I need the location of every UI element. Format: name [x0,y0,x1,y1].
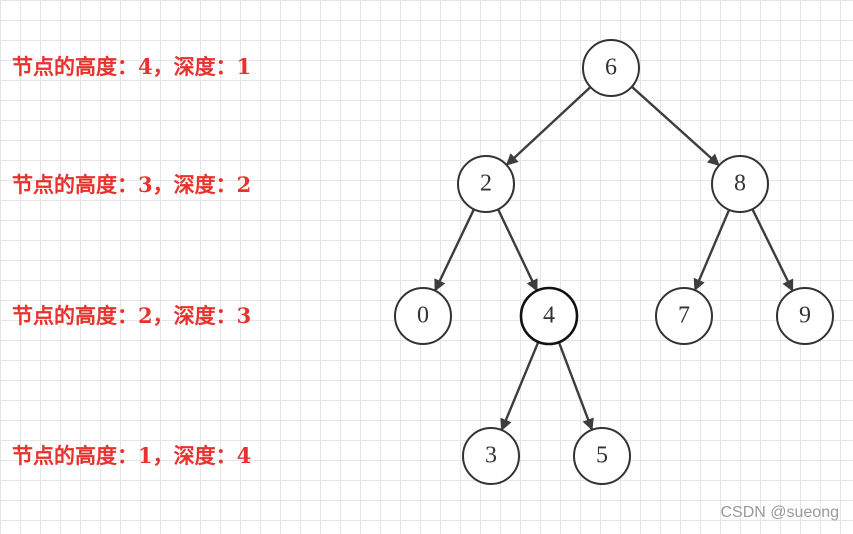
node-circle [776,287,834,345]
node-circle [519,286,579,346]
level-label-1: 节点的高度：4，深度：1 [12,54,252,79]
tree-node-8: 8 [711,155,769,213]
watermark: CSDN @sueong [720,504,839,521]
edge-n8-n9 [751,208,794,292]
tree-node-2: 2 [457,155,515,213]
node-label: 8 [734,171,746,197]
node-circle [394,287,452,345]
node-label: 7 [678,303,690,329]
node-label: 3 [485,443,497,469]
tree-node-7: 7 [655,287,713,345]
node-label: 9 [799,303,811,329]
node-label: 2 [480,171,492,197]
level-label-3: 节点的高度：2，深度：3 [12,303,252,328]
node-label: 0 [417,303,429,329]
tree-edges [434,85,794,432]
tree-node-4: 4 [519,286,579,346]
edge-n6-n8 [630,85,720,166]
tree-nodes: 6 2 8 0 4 7 9 3 5 [394,39,834,485]
node-label: 4 [543,303,555,329]
node-circle [573,427,631,485]
edge-n8-n7 [693,209,731,292]
edge-n6-n2 [505,86,592,166]
edge-n2-n4 [497,208,538,292]
node-circle [711,155,769,213]
edge-n4-n3 [500,341,540,432]
tree-node-9: 9 [776,287,834,345]
node-circle [457,155,515,213]
node-circle [462,427,520,485]
node-circle [655,287,713,345]
node-label: 5 [596,443,608,469]
node-circle [582,39,640,97]
edge-n4-n5 [557,341,594,431]
level-label-2: 节点的高度：3，深度：2 [12,172,252,197]
tree-node-5: 5 [573,427,631,485]
tree-node-3: 3 [462,427,520,485]
node-label: 6 [605,55,617,81]
level-label-4: 节点的高度：1，深度：4 [12,443,252,468]
tree-node-6: 6 [582,39,640,97]
tree-node-0: 0 [394,287,452,345]
edge-n2-n0 [434,208,475,292]
